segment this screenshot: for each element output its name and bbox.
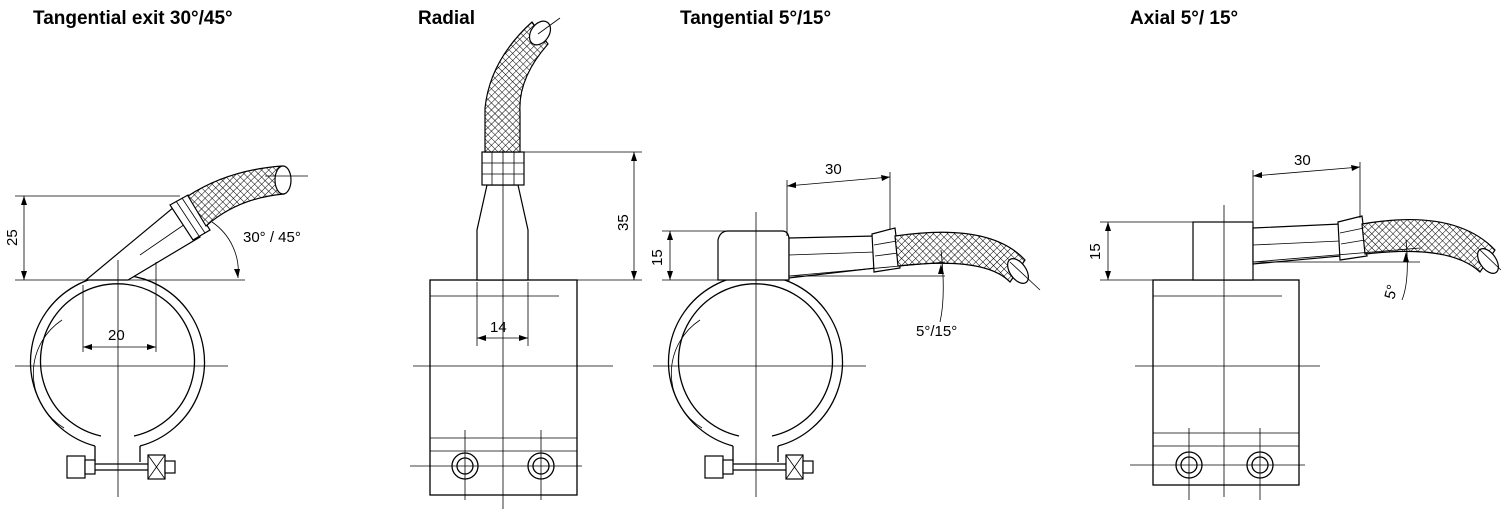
braided-cable <box>187 165 285 227</box>
dimension-height-25 <box>15 195 245 281</box>
dim-label-15-b: 15 <box>1087 243 1104 260</box>
dim-label-5-15: 5°/15° <box>916 323 957 340</box>
braided-cable-tangential <box>894 231 1026 283</box>
view-title-tangential-5-15: Tangential 5°/15° <box>680 8 832 29</box>
dim-label-35: 35 <box>615 214 632 231</box>
sensor-head <box>717 230 790 281</box>
dim-label-30-45: 30° / 45° <box>243 229 301 246</box>
cable-end <box>274 165 292 195</box>
view-title-tangential-30-45: Tangential exit 30°/45° <box>33 8 233 29</box>
braided-cable-axial <box>1361 219 1496 273</box>
dimension-width-14 <box>476 282 529 346</box>
dimension-height-15-axial <box>1100 221 1193 281</box>
view-title-axial-5-15: Axial 5°/ 15° <box>1130 8 1239 29</box>
center-lines-3 <box>653 212 1041 497</box>
dimension-length-30 <box>786 172 891 236</box>
dim-label-20: 20 <box>108 327 125 344</box>
pipe-clamp-ring <box>29 274 206 462</box>
sensor-housing-axial <box>1152 279 1300 486</box>
dimension-angle-30-45 <box>211 221 240 279</box>
cable-gland-tangential <box>788 227 901 279</box>
dimension-angle-5 <box>1401 239 1409 301</box>
dimension-width-20 <box>82 262 157 352</box>
center-lines-radial <box>413 17 613 509</box>
clamp-bolt <box>66 454 176 480</box>
mounting-holes <box>410 430 582 500</box>
cable-end-axial <box>1477 248 1499 274</box>
dimension-height-35 <box>524 151 642 281</box>
view-title-radial: Radial <box>418 8 476 29</box>
view-tangential-30-45: 25 20 30° / 45° <box>4 165 308 497</box>
center-lines-axial <box>1135 205 1501 497</box>
pipe-clamp-ring-2 <box>667 274 844 462</box>
clamp-bolt-2 <box>704 454 814 480</box>
cable-gland-radial <box>476 151 529 281</box>
dim-label-14: 14 <box>490 319 507 336</box>
dim-label-30-a: 30 <box>825 161 842 178</box>
dim-label-25: 25 <box>4 229 21 246</box>
dimension-angle-5-15 <box>938 249 944 323</box>
view-axial-5-15: 30 15 5° <box>1087 152 1501 500</box>
dimension-length-30-axial <box>1252 162 1361 226</box>
center-lines <box>15 175 308 497</box>
cable-gland-angled <box>84 194 211 281</box>
braided-cable-radial <box>484 21 549 153</box>
dim-label-15-a: 15 <box>649 249 666 266</box>
dimension-height-15 <box>662 230 725 281</box>
dim-label-5: 5° <box>1381 283 1401 301</box>
mounting-holes-axial <box>1130 428 1305 500</box>
sensor-head-axial <box>1192 221 1254 281</box>
dim-label-30-b: 30 <box>1294 152 1311 169</box>
cable-gland-axial <box>1252 215 1368 265</box>
view-radial: 35 14 <box>410 17 642 509</box>
view-tangential-5-15: 30 15 5°/15° <box>649 161 1041 497</box>
